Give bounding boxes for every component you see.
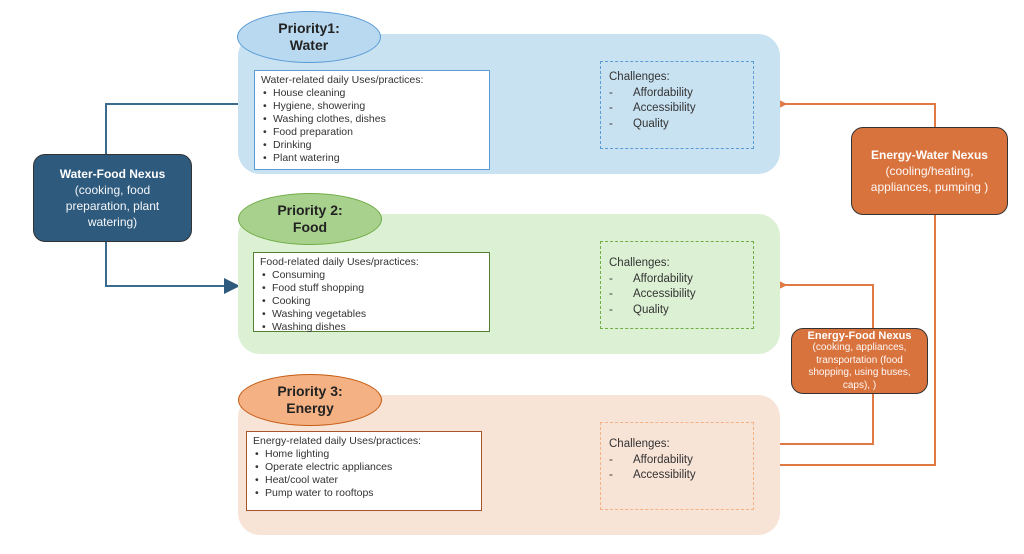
- energy-food-connector-to-food: [784, 285, 874, 328]
- dash-bullet: -: [609, 288, 613, 300]
- dash-bullet: -: [609, 453, 613, 466]
- challenge-item: - Accessibility: [609, 468, 745, 484]
- priority-name: Food: [292, 219, 328, 235]
- dash-bullet: -: [609, 102, 613, 114]
- water-food-connector-to-water: [105, 103, 238, 154]
- challenge-item: - Accessibility: [609, 101, 745, 117]
- water-food-nexus-box: Water-Food Nexus (cooking, food preparat…: [33, 154, 192, 242]
- challenge-item: - Affordability: [609, 86, 745, 102]
- food-uses-box: Food-related daily Uses/practices: Consu…: [253, 252, 490, 334]
- nexus-title: Water-Food Nexus: [59, 167, 166, 181]
- water-uses-box: Water-related daily Uses/practices: Hous…: [254, 70, 490, 170]
- challenges-list: - Affordability - Accessibility - Quality: [609, 272, 745, 319]
- challenges-list: - Affordability - Accessibility - Quality: [609, 86, 745, 133]
- uses-item: Hygiene, showering: [261, 100, 483, 113]
- uses-item: Heat/cool water: [253, 474, 475, 487]
- energy-food-nexus-box: Energy-Food Nexus (cooking, appliances, …: [791, 328, 928, 394]
- challenge-item: - Accessibility: [609, 287, 745, 303]
- challenges-title: Challenges:: [609, 438, 670, 450]
- nexus-title: Energy-Food Nexus: [807, 329, 912, 342]
- uses-title: Food-related daily Uses/practices:: [260, 256, 419, 268]
- challenge-text: Affordability: [633, 86, 693, 99]
- challenges-title: Challenges:: [609, 71, 670, 83]
- challenge-text: Affordability: [633, 453, 693, 466]
- water-challenges-box: Challenges: - Affordability - Accessibility…: [600, 61, 754, 149]
- energy-water-connector-to-water: [784, 104, 936, 127]
- uses-list: House cleaningHygiene, showeringWashing …: [261, 87, 483, 165]
- priority-food-label: Priority 2: Food: [238, 193, 382, 245]
- uses-item: Pump water to rooftops: [253, 487, 475, 500]
- food-challenges-box: Challenges: - Affordability - Accessibility…: [600, 241, 754, 329]
- priority-name: Water: [289, 37, 329, 53]
- priority-number: Priority 2:: [277, 202, 343, 218]
- dash-bullet: -: [609, 469, 613, 481]
- uses-item: Washing vegetables: [260, 308, 483, 321]
- challenges-title: Challenges:: [609, 257, 670, 269]
- challenges-list: - Affordability - Accessibility: [609, 453, 745, 484]
- uses-title: Energy-related daily Uses/practices:: [253, 435, 422, 447]
- nexus-description: (cooling/heating, appliances, pumping ): [870, 164, 989, 194]
- uses-list: Home lightingOperate electric appliances…: [253, 448, 475, 500]
- uses-item: Drinking: [261, 139, 483, 152]
- challenge-text: Accessibility: [633, 102, 696, 114]
- challenge-item: - Quality: [609, 117, 745, 133]
- energy-water-nexus-box: Energy-Water Nexus (cooling/heating, app…: [851, 127, 1008, 215]
- uses-item: Consuming: [260, 269, 483, 282]
- challenge-text: Accessibility: [633, 469, 696, 481]
- dash-bullet: -: [609, 86, 613, 99]
- priority-number: Priority 3:: [277, 383, 343, 399]
- dash-bullet: -: [609, 303, 613, 316]
- uses-item: Operate electric appliances: [253, 461, 475, 474]
- priority-water-label: Priority1: Water: [237, 11, 381, 63]
- challenge-text: Quality: [633, 303, 669, 316]
- energy-water-connector-from-energy: [780, 215, 936, 466]
- uses-item: Plant watering: [261, 152, 483, 165]
- uses-title: Water-related daily Uses/practices:: [261, 74, 424, 86]
- nexus-description: (cooking, appliances, transportation (fo…: [808, 342, 911, 391]
- challenge-item: - Affordability: [609, 272, 745, 288]
- nexus-description: (cooking, food preparation, plant wateri…: [65, 183, 160, 229]
- uses-item: Cooking: [260, 295, 483, 308]
- energy-challenges-box: Challenges: - Affordability - Accessibility: [600, 422, 754, 510]
- challenge-item: - Quality: [609, 303, 745, 319]
- water-food-connector-to-food: [105, 242, 240, 294]
- uses-item: Washing dishes: [260, 321, 483, 334]
- challenge-text: Accessibility: [633, 288, 696, 300]
- challenge-text: Quality: [633, 117, 669, 130]
- challenge-text: Affordability: [633, 272, 693, 285]
- energy-uses-box: Energy-related daily Uses/practices: Hom…: [246, 431, 482, 511]
- uses-item: Washing clothes, dishes: [261, 113, 483, 126]
- challenge-item: - Affordability: [609, 453, 745, 469]
- uses-list: ConsumingFood stuff shoppingCookingWashi…: [260, 269, 483, 334]
- priority-energy-label: Priority 3: Energy: [238, 374, 382, 426]
- uses-item: Home lighting: [253, 448, 475, 461]
- uses-item: Food preparation: [261, 126, 483, 139]
- energy-food-connector-from-energy: [780, 394, 874, 445]
- uses-item: Food stuff shopping: [260, 282, 483, 295]
- dash-bullet: -: [609, 272, 613, 285]
- uses-item: House cleaning: [261, 87, 483, 100]
- priority-number: Priority1:: [278, 20, 340, 36]
- nexus-title: Energy-Water Nexus: [871, 148, 988, 162]
- priority-name: Energy: [286, 400, 334, 416]
- dash-bullet: -: [609, 117, 613, 130]
